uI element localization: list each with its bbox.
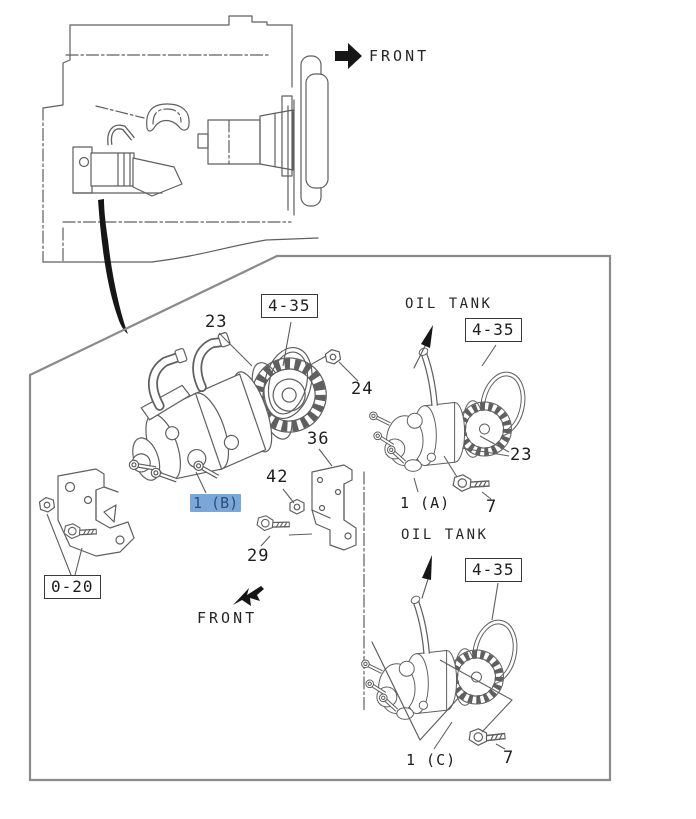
outlet-pipe-icon bbox=[148, 347, 188, 411]
callout-23-right[interactable]: 23 bbox=[510, 445, 533, 465]
callout-36[interactable]: 36 bbox=[307, 429, 330, 449]
callout-1c[interactable]: 1 (C) bbox=[406, 751, 457, 769]
section-ref-4-35-right-lower[interactable]: 4-35 bbox=[465, 558, 522, 582]
nut-icon bbox=[324, 347, 342, 366]
pump-b-drawing bbox=[97, 332, 327, 503]
nut-icon bbox=[38, 495, 56, 514]
section-ref-4-35-left[interactable]: 4-35 bbox=[261, 294, 318, 318]
bolt-icon bbox=[255, 514, 290, 538]
pump-location-drawing bbox=[72, 124, 183, 197]
callout-42[interactable]: 42 bbox=[266, 467, 289, 487]
leader-lines bbox=[46, 321, 513, 750]
nut-icon bbox=[289, 498, 305, 515]
oil-tank-arrow-icon bbox=[421, 555, 432, 599]
mount-bracket-drawing bbox=[38, 468, 135, 557]
oil-tank-label-upper: OIL TANK bbox=[405, 296, 493, 312]
pump-c-drawing bbox=[361, 595, 523, 741]
gear-icon bbox=[251, 357, 327, 433]
diagram-frame bbox=[28, 254, 612, 782]
front-label-bottom: FRONT bbox=[197, 609, 258, 627]
front-arrow-icon bbox=[233, 586, 264, 606]
detail-pointer-arrow-icon bbox=[98, 199, 128, 334]
callout-1a[interactable]: 1 (A) bbox=[400, 494, 451, 512]
oil-tank-label-lower: OIL TANK bbox=[401, 527, 489, 543]
callout-7-bottom[interactable]: 7 bbox=[503, 748, 515, 768]
bracket-36-drawing bbox=[311, 464, 357, 551]
section-ref-4-35-right-upper[interactable]: 4-35 bbox=[465, 318, 522, 342]
oil-tank-arrow-icon bbox=[413, 325, 433, 369]
callout-7-right[interactable]: 7 bbox=[486, 497, 498, 517]
section-ref-0-20[interactable]: 0-20 bbox=[44, 575, 101, 599]
callout-1b-selected[interactable]: 1 (B) bbox=[190, 494, 242, 512]
callout-23-left[interactable]: 23 bbox=[205, 312, 228, 332]
callout-29[interactable]: 29 bbox=[247, 546, 270, 566]
front-label-top: FRONT bbox=[369, 47, 430, 65]
pump-a-drawing bbox=[369, 347, 531, 472]
o-ring-icon bbox=[263, 347, 313, 419]
callout-24[interactable]: 24 bbox=[351, 379, 374, 399]
outlet-pipe-icon bbox=[192, 332, 231, 393]
engine-overview-drawing bbox=[42, 15, 329, 334]
front-arrow-icon bbox=[335, 43, 362, 69]
bolt-icon bbox=[467, 727, 505, 752]
